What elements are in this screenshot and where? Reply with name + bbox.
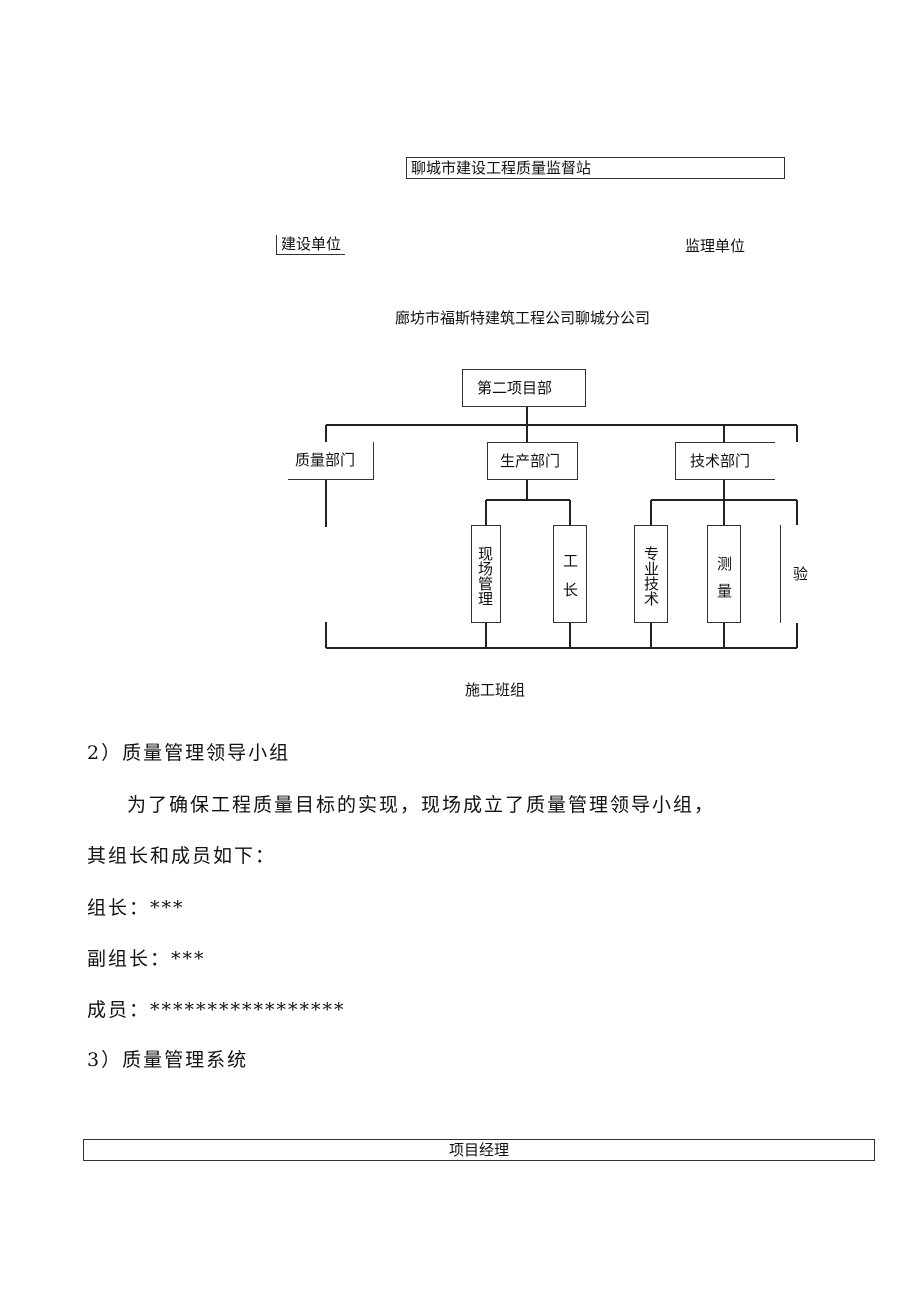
- inspection-label: 验: [792, 565, 808, 583]
- site-mgmt-label: 现场管理: [476, 546, 494, 606]
- project-manager-box: 项目经理: [83, 1139, 875, 1161]
- supervision-station-box: 聊城市建设工程质量监督站: [406, 157, 785, 179]
- work-team-label: 施工班组: [465, 681, 526, 699]
- tech-dept-box: 技术部门: [675, 442, 775, 480]
- leader-line: 组长：***: [87, 897, 185, 919]
- members-line: 成员：*****************: [87, 999, 346, 1021]
- project-dept-label: 第二项目部: [477, 379, 553, 397]
- site-mgmt-box: 现场管理: [471, 525, 501, 623]
- quality-dept-box: 质量部门: [288, 442, 374, 480]
- supervisor-unit-label: 监理单位: [685, 237, 746, 255]
- specialty-tech-box: 专业技术: [634, 525, 668, 623]
- survey-label: 测量: [715, 556, 733, 610]
- production-dept-box: 生产部门: [487, 442, 578, 480]
- company-label: 廊坊市福斯特建筑工程公司聊城分公司: [395, 309, 651, 327]
- survey-box: 测量: [707, 525, 741, 623]
- project-manager-label: 项目经理: [448, 1141, 509, 1159]
- supervision-station-label: 聊城市建设工程质量监督站: [411, 159, 592, 177]
- deputy-line: 副组长：***: [87, 948, 206, 970]
- construction-unit-box: 建设单位: [276, 235, 345, 255]
- production-dept-label: 生产部门: [500, 452, 561, 470]
- tech-dept-label: 技术部门: [690, 452, 751, 470]
- foreman-label: 工长: [561, 553, 579, 611]
- specialty-tech-label: 专业技术: [642, 546, 660, 606]
- inspection-box: 验: [780, 525, 820, 623]
- project-dept-box: 第二项目部: [462, 369, 586, 407]
- section2-para1: 为了确保工程质量目标的实现，现场成立了质量管理领导小组，: [127, 794, 716, 816]
- quality-dept-label: 质量部门: [295, 451, 356, 469]
- foreman-box: 工长: [553, 525, 587, 623]
- section2-para2: 其组长和成员如下：: [87, 845, 277, 867]
- construction-unit-label: 建设单位: [281, 235, 342, 253]
- section3-heading: 3）质量管理系统: [87, 1049, 249, 1071]
- section2-heading: 2）质量管理领导小组: [87, 742, 291, 764]
